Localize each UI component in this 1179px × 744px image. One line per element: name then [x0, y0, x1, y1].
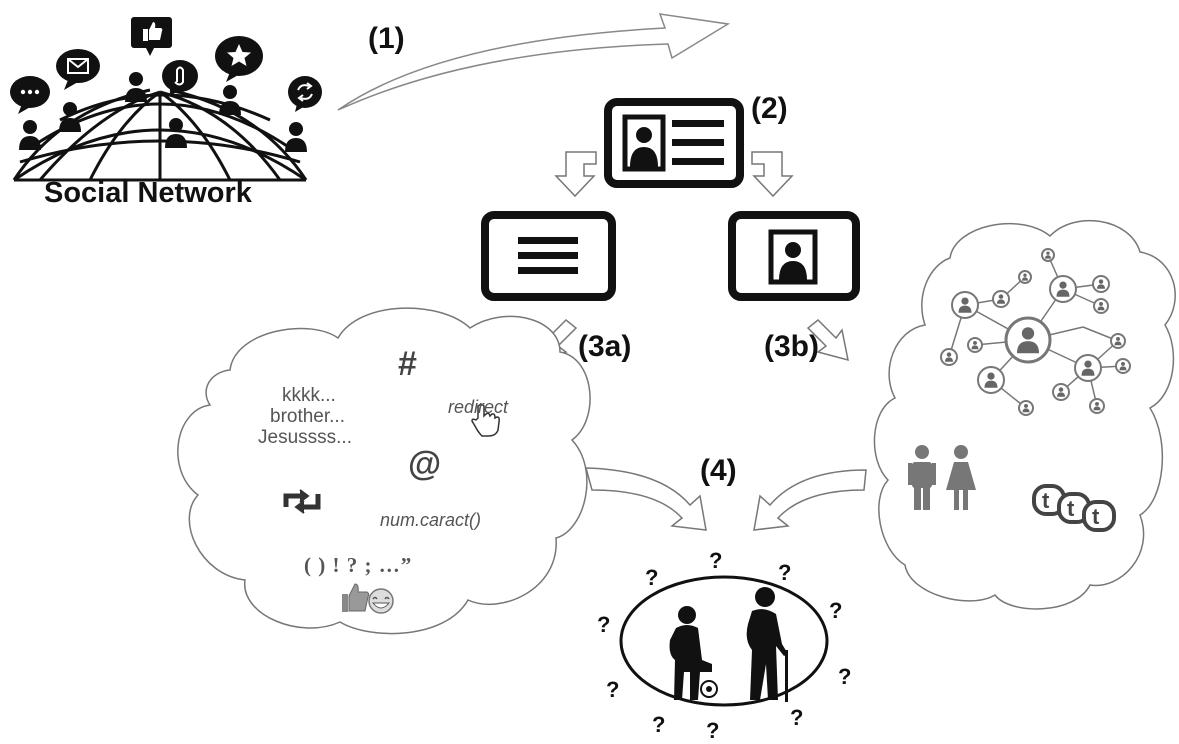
at-symbol: @	[408, 445, 442, 483]
step-2-label: (2)	[751, 92, 788, 125]
hashtag-symbol: #	[398, 345, 417, 383]
redirect-text: redirect	[448, 397, 509, 417]
arrow-to-text-card	[554, 151, 597, 198]
question-mark: ?	[709, 548, 723, 573]
graph-node-person-icon	[951, 291, 979, 319]
person-icon	[285, 122, 307, 152]
person-icon	[165, 118, 187, 148]
graph-node-person-icon	[1018, 270, 1032, 284]
woman-icon	[946, 445, 976, 510]
star-icon	[215, 36, 263, 82]
text-card-icon	[481, 211, 616, 301]
graph-node-person-icon	[977, 366, 1005, 394]
arrows-4	[585, 467, 867, 531]
graph-node-person-icon	[1041, 248, 1055, 262]
envelope-icon	[56, 49, 100, 90]
retweet-icon	[283, 489, 321, 514]
soccer-ball-icon	[700, 680, 718, 698]
step-3b-label: (3b)	[764, 330, 819, 363]
question-mark: ?	[652, 712, 666, 737]
elderly-people-icon	[669, 587, 788, 702]
gender-icons	[908, 445, 976, 510]
graph-node-person-icon	[1110, 333, 1126, 349]
question-mark: ?	[829, 598, 843, 623]
graph-node-person-icon	[967, 337, 983, 353]
paperclip-icon	[162, 60, 198, 97]
graph-node-person-icon	[1089, 398, 1105, 414]
num-caract-text: num.caract()	[380, 510, 482, 530]
person-icon	[125, 72, 147, 102]
profile-card-icon	[604, 98, 744, 188]
hand-cursor-icon	[471, 403, 500, 437]
graph-node-person-icon	[1092, 275, 1110, 293]
arrow-to-photo-card	[751, 151, 794, 198]
graph-node-person-icon	[940, 348, 958, 366]
social-network-globe-icon	[12, 88, 308, 182]
person-head	[678, 606, 696, 624]
smiley-emoji-icon	[368, 588, 394, 614]
thumbs-up-icon	[131, 17, 172, 56]
svg-text:t: t	[1042, 488, 1050, 513]
graph-node-person-icon	[1004, 316, 1052, 364]
result-ellipse	[619, 575, 829, 707]
graph-node-person-icon	[1018, 400, 1034, 416]
arrow-1	[337, 13, 731, 111]
social-graph-icon	[940, 248, 1131, 416]
question-mark: ?	[606, 677, 620, 702]
question-mark: ?	[706, 718, 720, 743]
thumbs-up-emoji-icon	[342, 583, 370, 612]
graph-node-person-icon	[1074, 354, 1102, 382]
graph-node-person-icon	[1093, 298, 1109, 314]
slang-line-2: brother...	[270, 406, 345, 427]
social-network-title: Social Network	[44, 177, 252, 209]
arrow-4-right	[753, 469, 867, 531]
graph-node-person-icon	[1115, 358, 1131, 374]
person-icon	[19, 120, 41, 150]
man-icon	[908, 445, 936, 510]
question-mark: ?	[790, 705, 804, 730]
graph-node-person-icon	[1052, 383, 1070, 401]
punctuation-text: ( ) ! ? ; …”	[304, 553, 413, 577]
chat-bubble-icon	[10, 76, 50, 114]
slang-line-1: kkkk...	[282, 385, 336, 406]
step-1-label: (1)	[368, 22, 405, 55]
graph-node-person-icon	[1049, 275, 1077, 303]
svg-text:t: t	[1067, 496, 1075, 521]
text-features-cloud	[177, 307, 591, 635]
arrow-4-left	[585, 467, 707, 531]
question-mark: ?	[597, 612, 611, 637]
svg-text:t: t	[1092, 504, 1100, 529]
twitter-icons: t t t	[1032, 484, 1116, 532]
question-mark: ?	[838, 664, 852, 689]
slang-line-3: Jesussss...	[258, 427, 352, 448]
split-arrows	[554, 151, 794, 198]
question-mark: ?	[778, 560, 792, 585]
person-icon	[219, 85, 241, 115]
step-4-label: (4)	[700, 454, 737, 487]
photo-card-icon	[728, 211, 860, 301]
refresh-icon	[288, 76, 322, 112]
arrow-3b	[806, 318, 849, 362]
step-3a-label: (3a)	[578, 330, 632, 363]
graph-node-person-icon	[992, 290, 1010, 308]
question-mark: ?	[645, 565, 659, 590]
